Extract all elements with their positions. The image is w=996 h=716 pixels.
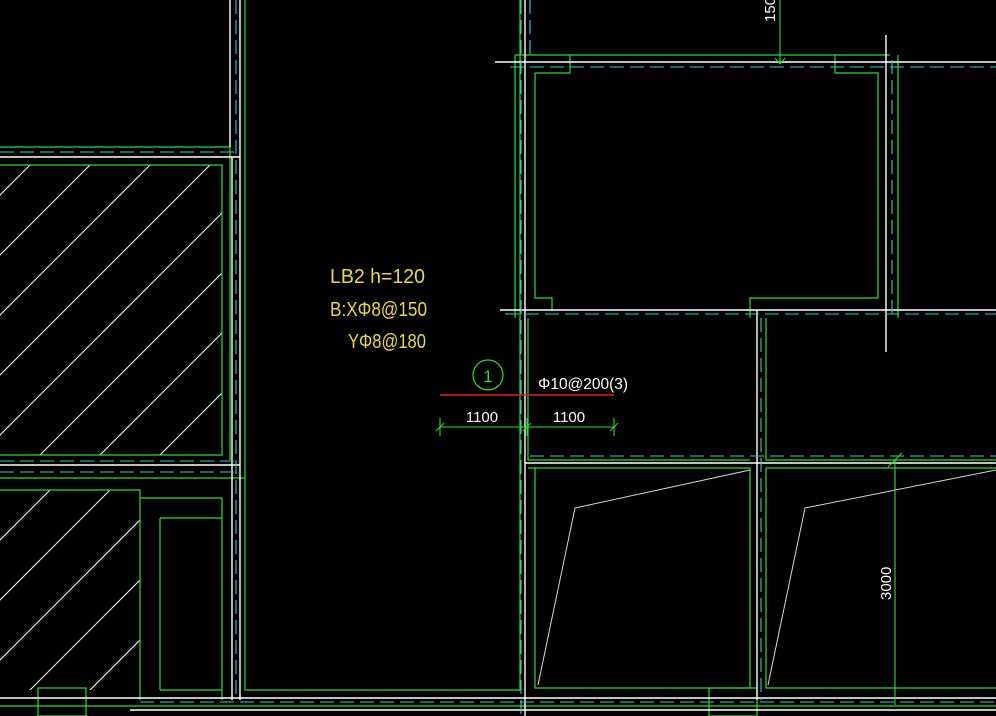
right-dimension-value: 3000 [878,567,895,600]
rebar-number: 1 [483,367,492,386]
rebar-dimension [435,418,619,436]
rebar-left-length: 1100 [466,409,498,426]
slab-bottom-x: B:XΦ8@150 [330,299,427,321]
slab-bottom-y: YΦ8@180 [348,331,426,353]
lower-rebar [537,469,996,686]
slab-annotation: LB2 h=120 B:XΦ8@150 YΦ8@180 [330,266,427,353]
slab-name: LB2 h=120 [330,266,425,288]
top-dimension: 150 [762,0,786,65]
rebar-callout: 1 Φ10@200(3) 1100 1100 [435,359,628,436]
hatched-room [0,165,222,690]
rebar-spec: Φ10@200(3) [538,376,628,393]
rebar-number-circle [472,359,504,391]
rebar-right-length: 1100 [553,409,585,426]
top-dimension-value: 150 [762,0,779,22]
right-dimension: 3000 [878,452,903,705]
